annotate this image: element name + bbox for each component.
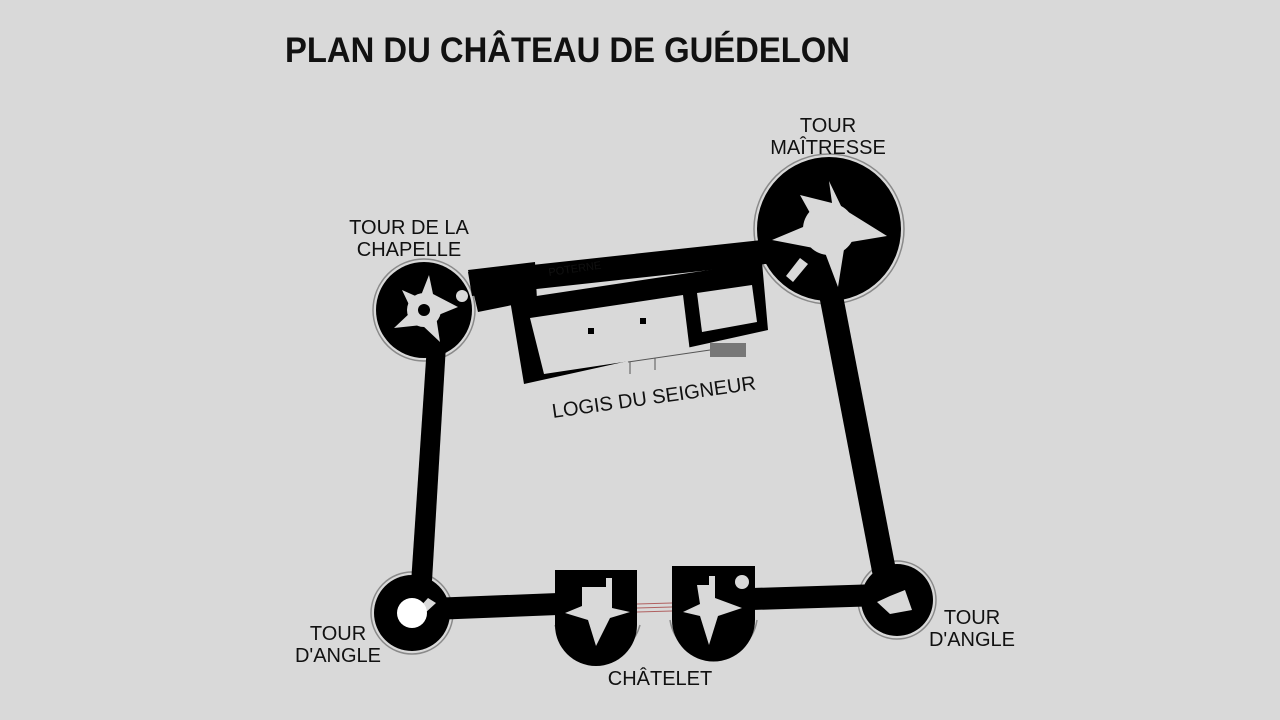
label-tour-chapelle-2: CHAPELLE (357, 239, 462, 261)
logis-pillar (640, 318, 646, 324)
label-tour-chapelle-1: TOUR DE LA (349, 217, 469, 239)
stairs (627, 343, 746, 374)
sw-tower-room (397, 598, 427, 628)
label-tour-angle-right-1: TOUR (944, 607, 1000, 629)
label-tour-angle-left-1: TOUR (310, 623, 366, 645)
label-tour-maitresse-1: TOUR (800, 115, 856, 137)
plan-title: PLAN DU CHÂTEAU DE GUÉDELON (285, 30, 850, 70)
south-wall-west (430, 593, 558, 620)
label-tour-angle-left-2: D'ANGLE (295, 645, 381, 667)
logis-pillar (588, 328, 594, 334)
west-wall (410, 345, 446, 598)
east-wall (818, 290, 898, 582)
south-wall-east (752, 584, 882, 610)
label-tour-angle-right-2: D'ANGLE (929, 629, 1015, 651)
north-wall (468, 238, 784, 296)
label-tour-maitresse-2: MAÎTRESSE (770, 136, 886, 159)
chapel-pillar (418, 304, 430, 316)
label-logis: LOGIS DU SEIGNEUR (551, 373, 758, 423)
interior-spaces (394, 181, 912, 646)
label-chatelet: CHÂTELET (608, 667, 712, 690)
gate-passage (636, 602, 673, 613)
